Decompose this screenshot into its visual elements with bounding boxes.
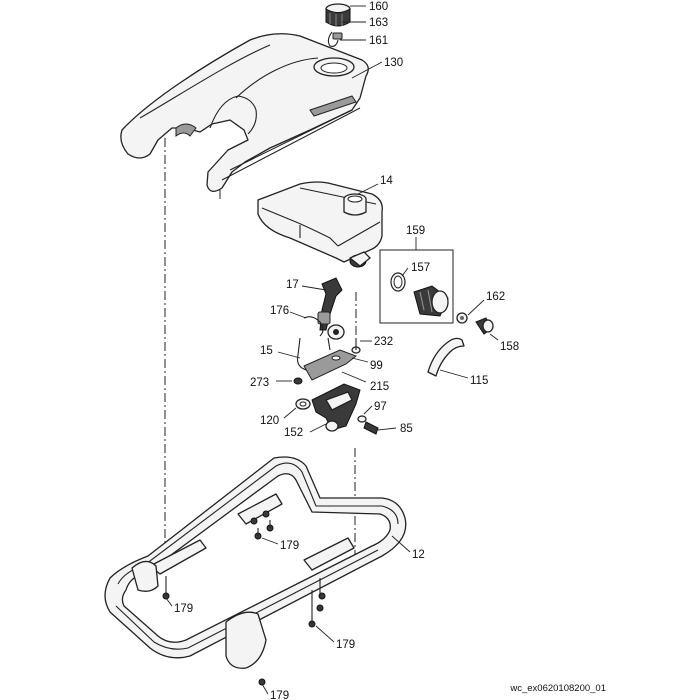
label-161: 161 — [369, 35, 388, 47]
handle-frame — [104, 456, 407, 686]
label-130: 130 — [384, 57, 403, 69]
top-cover — [120, 33, 369, 192]
label-160: 160 — [369, 1, 388, 13]
part-159-kit-box — [379, 237, 454, 324]
label-179-b: 179 — [174, 603, 193, 615]
label-99: 99 — [370, 360, 383, 372]
label-14: 14 — [380, 175, 393, 187]
fuel-tank — [257, 181, 383, 268]
leader-lines — [165, 5, 499, 695]
label-97: 97 — [374, 401, 387, 413]
label-273: 273 — [250, 377, 269, 389]
part-labels: 160 163 161 130 14 159 157 17 176 162 15… — [174, 1, 606, 700]
label-179-a: 179 — [280, 540, 299, 552]
label-17: 17 — [286, 279, 299, 291]
throttle-lever — [296, 277, 345, 371]
label-179-c: 179 — [336, 639, 355, 651]
bracket-assembly — [293, 338, 379, 435]
label-115: 115 — [470, 375, 488, 387]
label-176: 176 — [270, 305, 289, 317]
fuel-line-parts — [427, 312, 494, 377]
label-120: 120 — [260, 415, 279, 427]
label-163: 163 — [369, 17, 388, 29]
label-162: 162 — [486, 291, 505, 303]
label-179-d: 179 — [270, 690, 289, 700]
figure-code: wc_ex0620108200_01 — [509, 683, 606, 694]
label-159: 159 — [406, 225, 425, 237]
label-158: 158 — [500, 341, 519, 353]
label-215: 215 — [370, 381, 389, 393]
label-157: 157 — [411, 262, 430, 274]
label-232: 232 — [374, 336, 393, 348]
label-85: 85 — [400, 423, 413, 435]
label-15: 15 — [260, 345, 273, 357]
label-152: 152 — [284, 427, 303, 439]
label-12: 12 — [412, 549, 425, 561]
